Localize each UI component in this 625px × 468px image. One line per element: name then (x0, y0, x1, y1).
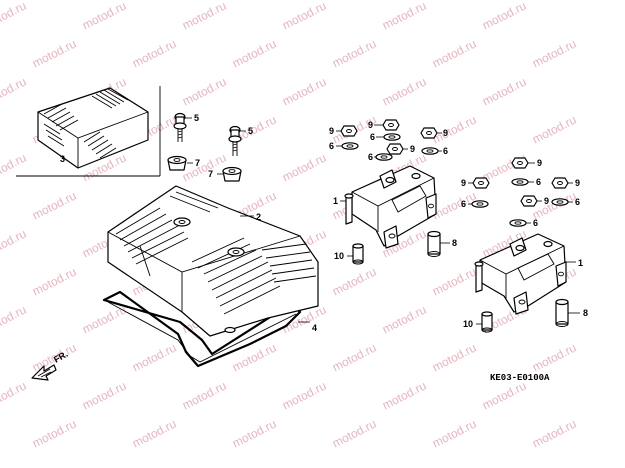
callout-6b: 6 (370, 132, 375, 142)
inset-box (16, 86, 161, 177)
part-6-washer-f[interactable] (471, 200, 489, 208)
callout-9b: 9 (368, 120, 373, 130)
part-9-nut-b[interactable] (382, 119, 400, 131)
part-9-nut-d[interactable] (420, 127, 438, 139)
callout-6d: 6 (443, 146, 448, 156)
part-6-washer-h[interactable] (509, 219, 527, 227)
part-9-nut-h[interactable] (520, 195, 538, 207)
front-arrow-icon (31, 364, 57, 381)
part-6-washer-a[interactable] (341, 142, 359, 150)
part-6-washer-g[interactable] (551, 198, 569, 206)
callout-9c: 9 (410, 144, 415, 154)
callout-10a: 10 (334, 251, 344, 261)
callout-7b: 7 (208, 169, 213, 179)
callout-6e: 6 (536, 177, 541, 187)
part-7-washer-right[interactable] (222, 166, 242, 182)
part-6-washer-d[interactable] (421, 147, 439, 155)
part-3-cover-small[interactable] (37, 87, 149, 169)
part-9-nut-a[interactable] (340, 125, 358, 137)
callout-2: 2 (256, 212, 261, 222)
callout-5b: 5 (248, 126, 253, 136)
part-5-bolt-right[interactable] (228, 125, 242, 157)
callout-1a: 1 (333, 196, 338, 206)
part-6-washer-e[interactable] (511, 178, 529, 186)
callout-9h: 9 (544, 196, 549, 206)
part-1-rocker-holder-upper[interactable] (344, 165, 437, 249)
part-6-washer-b[interactable] (383, 133, 401, 141)
callout-5a: 5 (194, 113, 199, 123)
part-9-nut-c[interactable] (386, 143, 404, 155)
callout-6a: 6 (329, 141, 334, 151)
callout-9f: 9 (461, 178, 466, 188)
callout-6f: 6 (461, 199, 466, 209)
part-1-rocker-holder-lower[interactable] (474, 233, 567, 315)
drawing-code: KE03-E0100A (490, 373, 550, 383)
callout-6h: 6 (533, 218, 538, 228)
callout-9g: 9 (575, 178, 580, 188)
part-10-dowel-lower[interactable] (481, 311, 493, 333)
callout-4: 4 (312, 323, 317, 333)
callout-9d: 9 (443, 128, 448, 138)
part-7-washer-left[interactable] (167, 155, 187, 171)
part-2-cylinder-head-cover[interactable] (107, 185, 319, 337)
part-6-washer-c[interactable] (375, 153, 393, 161)
leader-lines-5-7 (185, 117, 246, 175)
part-9-nut-e[interactable] (511, 157, 529, 169)
callout-1b: 1 (578, 258, 583, 268)
callout-3: 3 (60, 154, 65, 164)
leader-lines-6-9 (336, 124, 573, 224)
part-9-nut-g[interactable] (551, 177, 569, 189)
callout-9a: 9 (329, 126, 334, 136)
callout-9e: 9 (537, 158, 542, 168)
part-9-nut-f[interactable] (472, 177, 490, 189)
part-4-gasket[interactable] (102, 290, 302, 368)
callout-10b: 10 (463, 319, 473, 329)
front-arrow-label: FR. (52, 349, 70, 365)
part-5-bolt-left[interactable] (173, 112, 187, 143)
part-8-dowel-upper[interactable] (427, 230, 441, 257)
part-8-dowel-lower[interactable] (555, 298, 569, 327)
part-10-dowel-upper[interactable] (352, 243, 364, 265)
callout-8a: 8 (452, 238, 457, 248)
callout-8b: 8 (583, 308, 588, 318)
callout-7a: 7 (195, 158, 200, 168)
callout-6c: 6 (368, 152, 373, 162)
callout-6g: 6 (575, 197, 580, 207)
